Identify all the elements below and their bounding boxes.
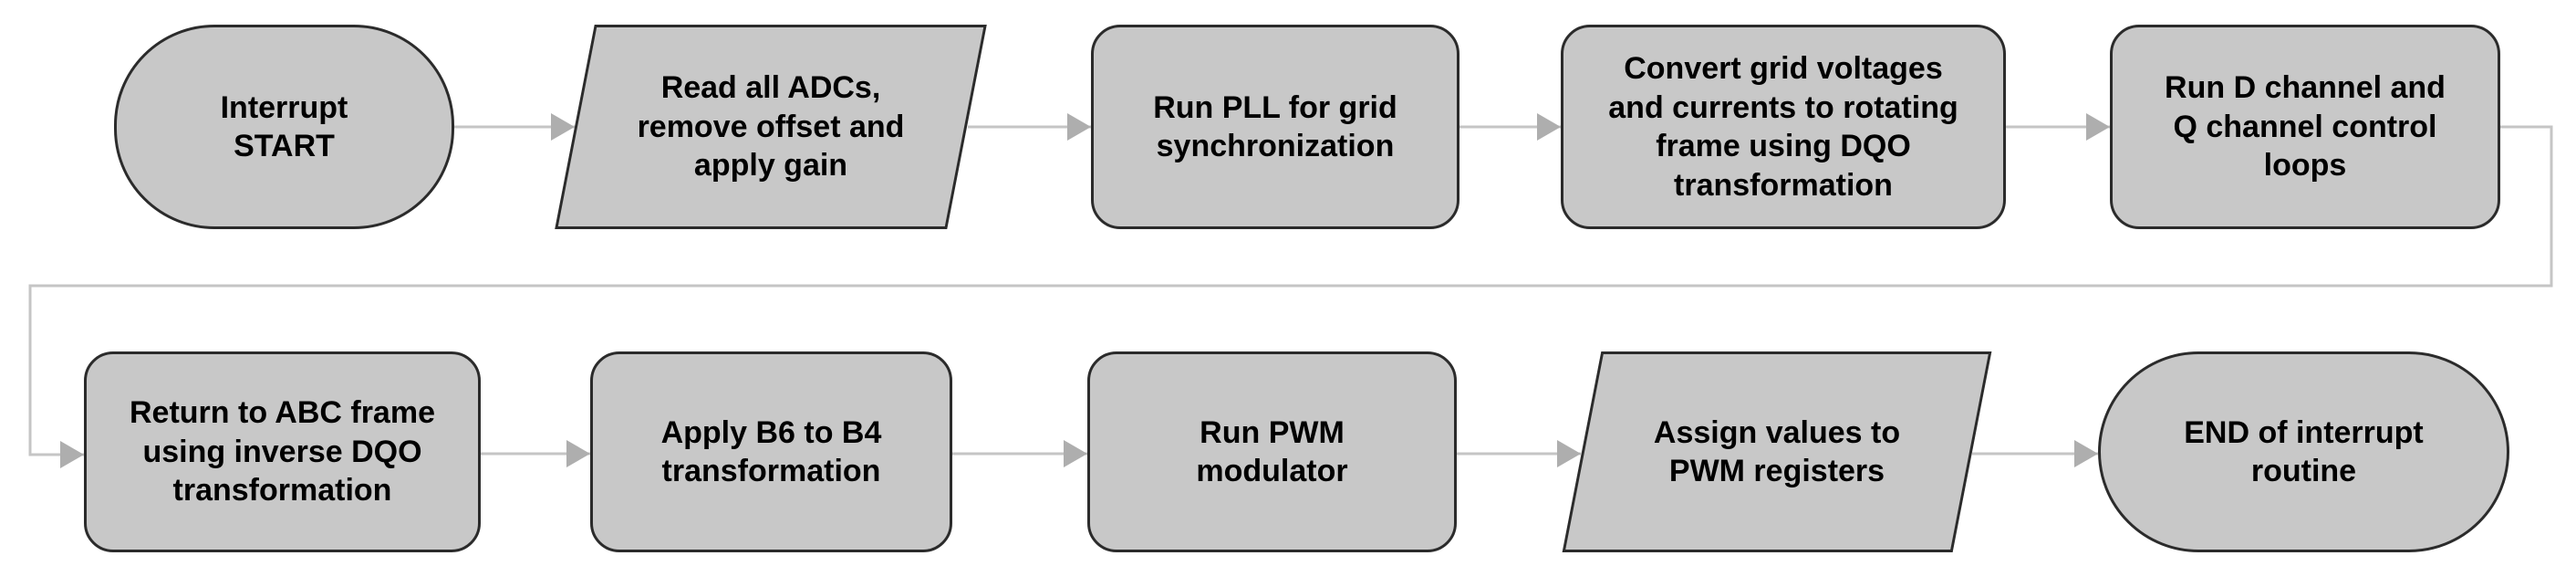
- node-read-adcs-label: Read all ADCs, remove offset and apply g…: [637, 70, 905, 183]
- node-assign-pwm: Assign values to PWM registers: [1561, 351, 1993, 552]
- node-end-interrupt-label: END of interrupt routine: [2184, 414, 2424, 489]
- node-run-pll: Run PLL for grid synchronization: [1091, 25, 1459, 229]
- node-interrupt-start-label: Interrupt START: [220, 89, 348, 164]
- node-end-interrupt: END of interrupt routine: [2098, 351, 2509, 552]
- node-dq-control: Run D channel and Q channel control loop…: [2110, 25, 2500, 229]
- edge-dq-control-to-inverse-dqo-wrap: [28, 125, 2553, 468]
- node-inverse-dqo-label: Return to ABC frame using inverse DQO tr…: [130, 395, 435, 508]
- node-pwm-modulator-label: Run PWM modulator: [1196, 414, 1348, 489]
- node-dq-control-label: Run D channel and Q channel control loop…: [2165, 70, 2446, 183]
- node-run-pll-label: Run PLL for grid synchronization: [1153, 89, 1397, 164]
- node-assign-pwm-label: Assign values to PWM registers: [1653, 414, 1901, 489]
- node-dqo-transform-label: Convert grid voltages and currents to ro…: [1608, 51, 1958, 203]
- node-interrupt-start: Interrupt START: [114, 25, 454, 229]
- node-read-adcs: Read all ADCs, remove offset and apply g…: [554, 25, 988, 229]
- node-b6-b4: Apply B6 to B4 transformation: [590, 351, 952, 552]
- node-pwm-modulator: Run PWM modulator: [1087, 351, 1457, 552]
- node-inverse-dqo: Return to ABC frame using inverse DQO tr…: [84, 351, 481, 552]
- node-b6-b4-label: Apply B6 to B4 transformation: [660, 414, 882, 489]
- node-dqo-transform: Convert grid voltages and currents to ro…: [1561, 25, 2006, 229]
